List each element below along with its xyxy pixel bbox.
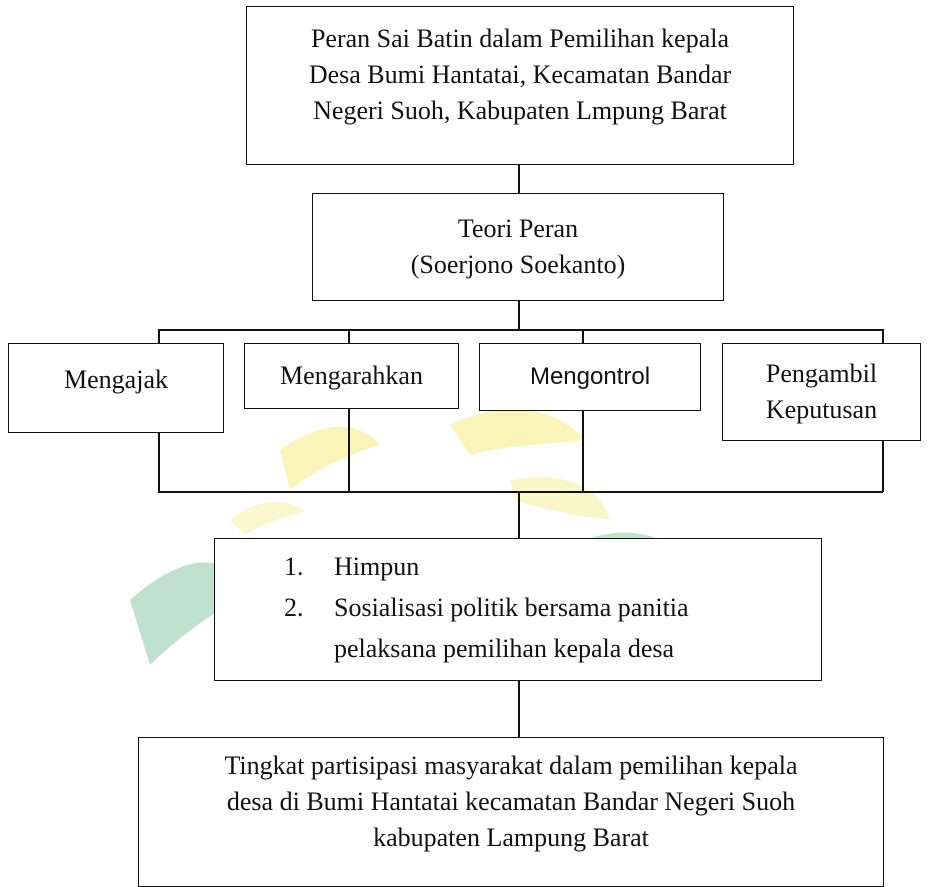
connector-mengarahkan-down [348, 408, 350, 492]
connector-activities-to-bottom [518, 680, 520, 738]
activities-list: 1. Himpun 2. Sosialisasi politik bersama p… [284, 546, 689, 669]
top-concept-box: Peran Sai Batin dalam Pemilihan kepala D… [246, 6, 794, 165]
role-label-mengarahkan: Mengarahkan [280, 361, 423, 390]
activity-number: 2. [284, 593, 304, 622]
connector-bus-mengontrol [582, 329, 584, 344]
role-box-mengarahkan: Mengarahkan [244, 343, 459, 409]
connector-bus-mengajak [158, 329, 160, 344]
role-box-mengontrol: Mengontrol [479, 343, 701, 411]
activity-number: 1. [284, 552, 304, 581]
role-box-pengambil-keputusan: Pengambil Keputusan [722, 343, 921, 441]
theory-text: Teori Peran (Soerjono Soekanto) [410, 214, 626, 279]
connector-role-bus [158, 329, 883, 331]
activity-item: 1. Himpun [284, 546, 689, 587]
activity-item: 2. Sosialisasi politik bersama panitia pe… [284, 587, 689, 669]
role-box-mengajak: Mengajak [8, 343, 224, 433]
activity-text: Himpun [334, 552, 420, 581]
role-label-mengajak: Mengajak [64, 365, 168, 394]
connector-pengambil-down [882, 440, 884, 492]
theory-box: Teori Peran (Soerjono Soekanto) [312, 193, 724, 301]
connector-theory-to-bus [518, 300, 520, 330]
top-concept-text: Peran Sai Batin dalam Pemilihan kepala D… [308, 24, 732, 125]
connector-bus-pengambil [882, 329, 884, 344]
role-label-pengambil-keputusan: Pengambil Keputusan [765, 359, 878, 424]
connector-bus-mengarahkan [348, 329, 350, 344]
activity-text: Sosialisasi politik bersama panitia pela… [334, 593, 689, 663]
activities-box [214, 538, 822, 681]
connector-top-to-theory [518, 164, 520, 194]
bottom-outcome-text: Tingkat partisipasi masyarakat dalam pem… [224, 751, 798, 852]
connector-merge-to-activities [518, 491, 520, 539]
connector-merge-bus [158, 491, 883, 493]
role-label-mengontrol: Mengontrol [529, 363, 651, 390]
bottom-outcome-box: Tingkat partisipasi masyarakat dalam pem… [138, 737, 884, 887]
connector-mengajak-down [158, 432, 160, 492]
connector-mengontrol-down [582, 410, 584, 492]
